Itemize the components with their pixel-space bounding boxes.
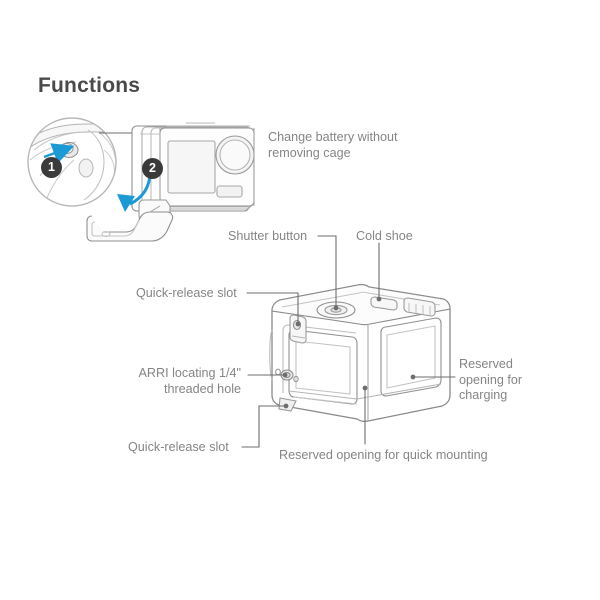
callout-quick-release-slot-bottom: Quick-release slot: [128, 440, 229, 454]
step-badge-1: 1: [41, 157, 62, 178]
callout-change-battery: Change battery without removing cage: [268, 130, 398, 160]
callout-reserved-opening-charging: Reserved opening for charging: [459, 357, 523, 402]
callout-arri-threaded-hole: ARRI locating 1/4" threaded hole: [138, 366, 241, 396]
page-title: Functions: [38, 74, 141, 97]
callout-cold-shoe: Cold shoe: [356, 229, 413, 243]
step-badge-2: 2: [142, 158, 163, 179]
callout-shutter-button: Shutter button: [228, 229, 308, 243]
illustration-camera-assembly: [86, 122, 255, 242]
callout-reserved-opening-quick-mounting: Reserved opening for quick mounting: [279, 448, 488, 462]
callout-leader-lines: [241, 235, 456, 448]
callout-quick-release-slot-top: Quick-release slot: [136, 286, 237, 300]
illustration-cage: [269, 283, 451, 423]
